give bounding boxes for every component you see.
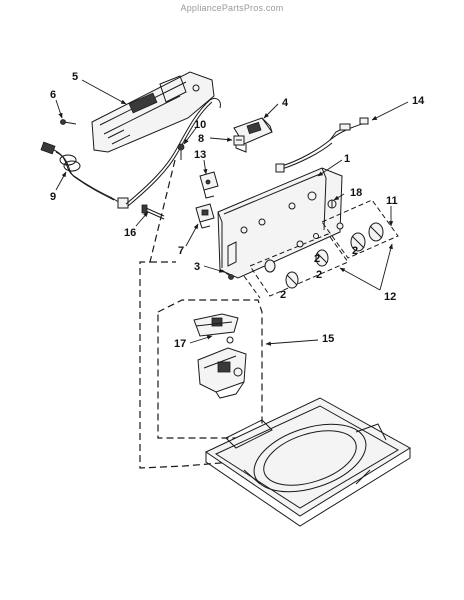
insert-18-part [327, 199, 337, 209]
wire-harness-part [125, 97, 221, 207]
callout-5: 5 [72, 71, 78, 83]
valve-assembly-box [157, 299, 263, 439]
clip-8-part [233, 135, 245, 146]
callout-2-c: 2 [316, 269, 322, 281]
callout-2-b: 2 [314, 253, 320, 265]
top-cover-frame-part [204, 397, 411, 527]
callout-17: 17 [174, 338, 186, 350]
callout-7: 7 [178, 245, 184, 257]
watermark: AppliancePartsPros.com [180, 3, 284, 13]
callout-2-a: 2 [352, 245, 358, 257]
screw-6-part [60, 119, 77, 125]
callout-16: 16 [124, 227, 136, 239]
callout-8: 8 [198, 133, 204, 145]
callout-12: 12 [384, 291, 396, 303]
callout-10: 10 [194, 119, 206, 131]
callout-labels: 5 6 4 14 10 8 1 13 18 9 11 16 7 2 2 2 3 … [50, 71, 425, 350]
clip-10-part [177, 143, 185, 160]
control-board-4-part [233, 117, 273, 153]
callout-15: 15 [322, 333, 334, 345]
switch-7-part [195, 203, 215, 229]
leader-lines [55, 79, 409, 346]
callout-2-d: 2 [280, 289, 286, 301]
console-rear-panel-part [91, 71, 215, 153]
callout-6: 6 [50, 89, 56, 101]
assembly-dashed-path [139, 159, 233, 469]
callout-14: 14 [412, 95, 425, 107]
callout-1: 1 [344, 153, 350, 165]
power-cord-part [40, 141, 129, 209]
knobs-group [243, 199, 399, 299]
callout-13: 13 [194, 149, 206, 161]
callout-11: 11 [386, 195, 398, 207]
switch-13-part [199, 171, 219, 199]
callout-9: 9 [50, 191, 56, 203]
callout-4: 4 [282, 97, 289, 109]
wire-harness-14-part [275, 117, 369, 173]
callout-18: 18 [350, 187, 362, 199]
callout-3: 3 [194, 261, 200, 273]
